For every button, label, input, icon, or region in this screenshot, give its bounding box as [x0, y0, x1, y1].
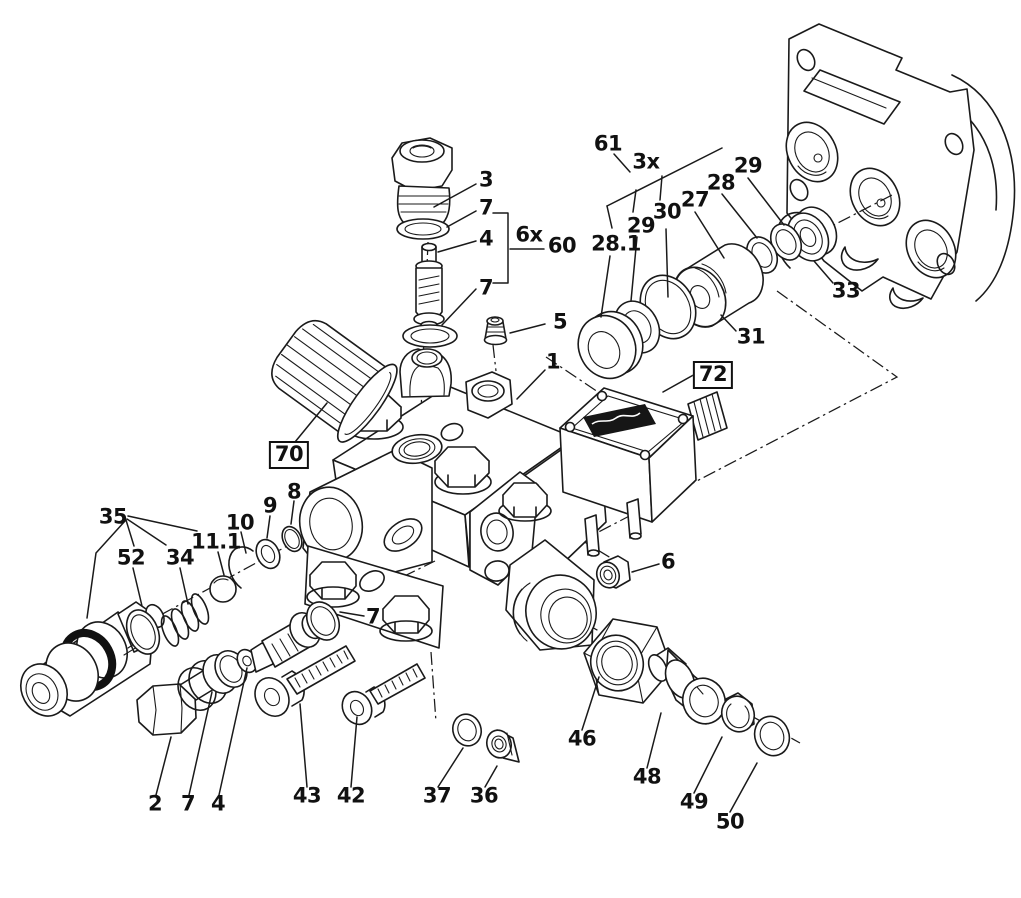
part-label-6: 6: [660, 549, 676, 574]
spring-34: [160, 593, 210, 647]
part-label-2: 2: [147, 791, 163, 816]
part-label-28.1: 28.1: [591, 231, 641, 256]
part-label-50: 50: [715, 809, 745, 834]
part-label-4: 4: [210, 791, 226, 816]
part-label-42: 42: [336, 783, 366, 808]
cap-nut-5: [483, 316, 508, 346]
o-ring-7-cartridge: [305, 601, 341, 641]
part-label-3x: 3x: [632, 149, 660, 174]
part-label-28: 28: [706, 170, 736, 195]
ball-11-1: [209, 575, 237, 603]
part-label-72: 72: [692, 361, 734, 389]
part-label-46: 46: [567, 726, 597, 751]
part-label-37: 37: [422, 783, 452, 808]
part-label-29: 29: [626, 213, 656, 238]
bolt-43: [254, 645, 356, 717]
part-label-29: 29: [733, 153, 763, 178]
piston-seal-stack: [577, 206, 838, 380]
bolt-42: [341, 663, 426, 726]
outlet-stack: [583, 555, 791, 757]
o-ring-7-upper: [396, 218, 450, 240]
hex-plug-deck: [434, 446, 492, 495]
hex-bolt-flange-1: [306, 561, 360, 608]
part-label-27: 27: [680, 187, 710, 212]
part-label-1: 1: [545, 349, 561, 374]
part-label-60: 60: [547, 233, 577, 258]
part-label-7: 7: [478, 275, 494, 300]
part-label-34: 34: [165, 545, 195, 570]
hex-bolt-flange-2: [379, 595, 433, 642]
ring-49: [720, 692, 756, 733]
part-label-10: 10: [225, 510, 255, 535]
unloader-valve-stack: [391, 137, 458, 348]
hex-plug-side: [498, 482, 552, 522]
part-label-7: 7: [478, 195, 494, 220]
part-label-70: 70: [268, 441, 310, 469]
part-label-7: 7: [180, 791, 196, 816]
o-ring-8: [281, 525, 303, 553]
adjusting-knob: [271, 319, 398, 443]
nut-46: [583, 618, 673, 704]
part-label-35: 35: [98, 504, 128, 529]
adapter-48: [647, 647, 727, 725]
part-label-49: 49: [679, 789, 709, 814]
pressure-switch-cover: [559, 387, 728, 557]
part-label-6x: 6x: [515, 222, 543, 247]
plug-6: [595, 555, 631, 589]
part-label-61: 61: [593, 131, 623, 156]
part-label-43: 43: [292, 783, 322, 808]
o-ring-52: [125, 609, 161, 655]
part-label-48: 48: [632, 764, 662, 789]
outlet-port: [505, 539, 597, 651]
part-label-11.1: 11.1: [191, 529, 241, 554]
part-label-36: 36: [469, 783, 499, 808]
part-label-33: 33: [831, 278, 861, 303]
circlip-10: [228, 546, 254, 589]
part-label-9: 9: [262, 493, 278, 518]
brand-logo-embossed: [583, 404, 656, 437]
part-label-4: 4: [478, 226, 494, 251]
part-label-30: 30: [652, 199, 682, 224]
part-label-5: 5: [552, 309, 568, 334]
bottom-parts: [136, 601, 520, 763]
coupler-small-parts: [125, 525, 303, 655]
part-label-8: 8: [286, 479, 302, 504]
part-label-3: 3: [478, 167, 494, 192]
part-label-52: 52: [116, 545, 146, 570]
washer-9: [255, 538, 281, 570]
part-label-31: 31: [736, 324, 766, 349]
part-label-7: 7: [365, 604, 381, 629]
plug-36: [485, 729, 520, 763]
leader-lines: [86, 147, 834, 813]
